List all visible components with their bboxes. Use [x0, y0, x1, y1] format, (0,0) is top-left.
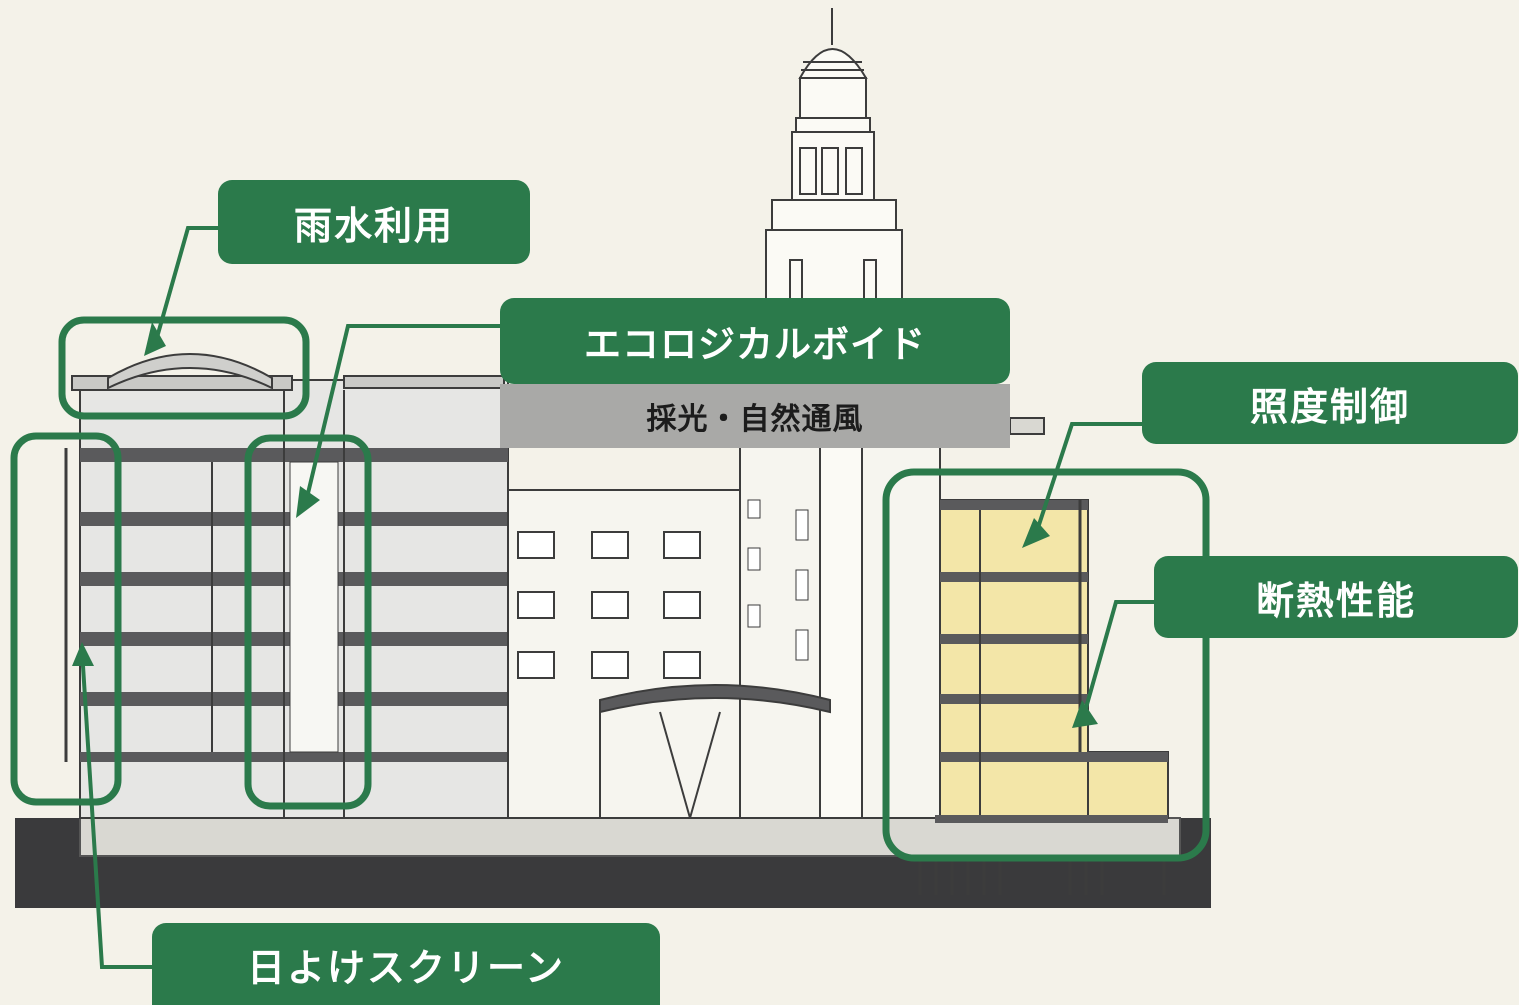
eco-void-sublabel-text: 採光・自然通風: [646, 402, 864, 437]
insulation-label-text: 断熱性能: [1255, 578, 1416, 623]
rainwater-leader: [152, 226, 218, 349]
sunshade-leader: [80, 649, 152, 969]
illuminance-label-text: 照度制御: [1249, 384, 1410, 429]
illuminance-leader: [1032, 422, 1142, 541]
right-wing-highlight: [882, 468, 1210, 862]
illuminance-label: 照度制御: [1142, 362, 1518, 444]
sunshade-label-text: 日よけスクリーン: [246, 945, 566, 990]
sunshade-label: 日よけスクリーン: [152, 923, 660, 1005]
rainwater-label: 雨水利用: [218, 180, 530, 264]
left-building: [64, 353, 509, 819]
eco-void-sublabel: 採光・自然通風: [500, 384, 1010, 448]
rainwater-arrowhead: [144, 322, 166, 356]
eco-void-leader: [302, 324, 504, 511]
right-building: [861, 417, 1169, 895]
eco-void-label: エコロジカルボイド: [500, 298, 1010, 384]
insulation-arrowhead: [1072, 700, 1098, 728]
eco-void-arrowhead: [296, 486, 320, 518]
insulation-label: 断熱性能: [1154, 556, 1518, 638]
insulation-leader: [1080, 600, 1154, 723]
rainwater-highlight: [58, 316, 310, 420]
basement-band: [79, 817, 1181, 857]
illuminance-arrowhead: [1022, 518, 1050, 548]
sunshade-highlight: [10, 432, 122, 806]
eco-void-highlight: [244, 434, 372, 810]
sunshade-arrowhead: [72, 642, 94, 666]
eco-void-label-text: エコロジカルボイド: [584, 323, 926, 366]
clock-tower: [765, 8, 903, 819]
rainwater-label-text: 雨水利用: [293, 203, 454, 248]
middle-wing: [507, 439, 831, 819]
